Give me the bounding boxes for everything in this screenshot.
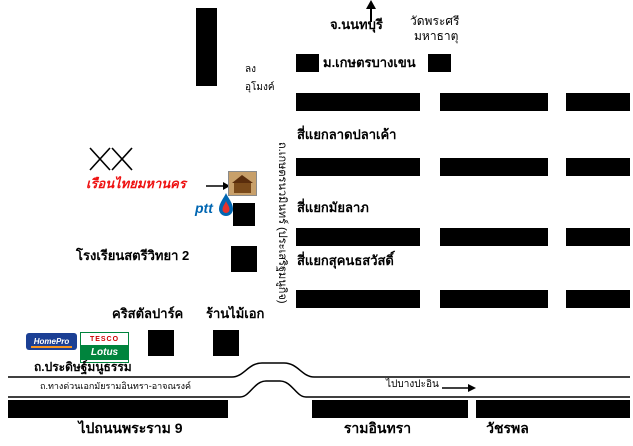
north-arrow-icon <box>366 0 376 22</box>
intersection-sukhonthasawat-label: สี่แยกสุคนธสวัสดิ์ <box>297 253 394 268</box>
intersection-mayalap-label: สี่แยกมัยลาภ <box>297 200 369 215</box>
city-block <box>566 93 630 111</box>
city-block <box>296 93 420 111</box>
kasetsart-marker <box>296 54 319 72</box>
wat-phra-si-label-line2: มหาธาตุ <box>414 29 459 43</box>
road-band-right <box>476 400 630 418</box>
city-block <box>440 93 548 111</box>
city-block <box>566 290 630 308</box>
tunnel-label-line1: ลง <box>245 64 257 75</box>
city-block <box>196 8 217 86</box>
to-east-label: ไปบางปะอิน <box>386 379 439 390</box>
satriwit2-school-label: โรงเรียนสตรีวิทยา 2 <box>76 248 190 263</box>
kaset-nawamin-road-label: ถ.เกษตรนวมินทร์ (ประเสริฐมนูกิจ) <box>276 142 288 304</box>
wat-phra-si-marker <box>428 54 451 72</box>
ptt-station-marker <box>233 203 255 226</box>
ruen-thai-mahanakhon-label: เรือนไทยมหานคร <box>86 176 186 191</box>
city-block <box>440 290 548 308</box>
ptt-logo-text: ptt <box>195 200 213 216</box>
lotus-logo-text: Lotus <box>81 345 128 360</box>
x-doodle-icon <box>89 147 133 171</box>
crystal-park-label: คริสตัลปาร์ค <box>112 306 184 321</box>
expressway-label: ถ.ทางด่วนเอกมัยรามอินทรา-อาจณรงค์ <box>40 381 192 391</box>
homepro-logo-text: HomePro <box>33 337 70 346</box>
city-block <box>566 228 630 246</box>
wood-shop-marker <box>213 330 239 356</box>
city-block <box>296 158 420 176</box>
ptt-flame-icon <box>219 193 233 216</box>
ramintra-road-label: รามอินทรา <box>343 420 412 436</box>
to-nonthaburi-label: จ.นนทบุรี <box>330 17 383 32</box>
satriwit2-school-marker <box>231 246 257 272</box>
city-block <box>566 158 630 176</box>
wood-shop-label: ร้านไม้เอก <box>206 306 265 321</box>
city-block <box>296 228 420 246</box>
kasetsart-label: ม.เกษตรบางเขน <box>323 55 416 70</box>
city-block <box>440 158 548 176</box>
city-block <box>440 228 548 246</box>
watcharaphon-label: วัชรพล <box>486 420 529 436</box>
tesco-lotus-logo: TESCO Lotus <box>80 332 129 363</box>
crystal-park-marker <box>148 330 174 356</box>
pradit-manutham-road-label: ถ.ประดิษฐ์มนูธรรม <box>34 360 132 374</box>
road-band-left <box>8 400 228 418</box>
homepro-swoosh <box>31 346 72 348</box>
road-band-center <box>312 400 468 418</box>
expressway-road-lines <box>8 362 630 398</box>
tesco-logo-text: TESCO <box>89 335 120 343</box>
ruen-thai-pointer-arrow-icon <box>206 182 230 190</box>
east-arrow-icon <box>468 384 476 392</box>
to-rama9-label: ไปถนนพระราม 9 <box>78 420 183 436</box>
wat-phra-si-label-line1: วัดพระศรี <box>410 14 460 28</box>
ruen-thai-photo <box>228 171 257 196</box>
intersection-latplakao-label: สี่แยกลาดปลาเค้า <box>297 127 397 142</box>
homepro-logo: HomePro <box>26 333 77 350</box>
city-block <box>296 290 420 308</box>
tunnel-label-line2: อุโมงค์ <box>245 82 275 93</box>
